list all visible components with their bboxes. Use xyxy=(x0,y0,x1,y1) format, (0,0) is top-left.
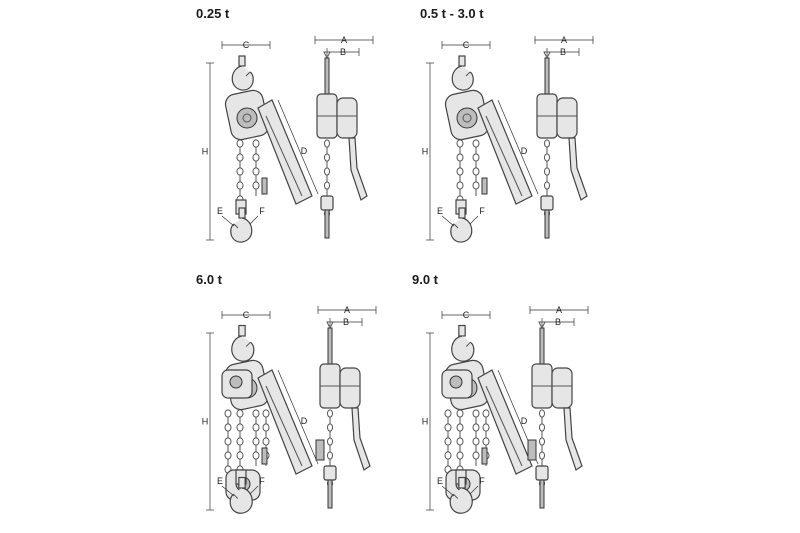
panel-title: 6.0 t xyxy=(196,272,223,287)
dim-label-c: C xyxy=(243,40,250,50)
dim-label-h: H xyxy=(422,147,429,157)
panel-6-0t: 6.0 t xyxy=(0,266,400,532)
dim-label-c: C xyxy=(463,40,470,50)
panel-0-25t: 0.25 t xyxy=(0,0,400,266)
dim-label-a: A xyxy=(556,305,562,315)
dim-label-c: C xyxy=(243,310,250,320)
dim-label-e: E xyxy=(437,206,443,216)
dim-label-d: D xyxy=(521,146,528,156)
dim-label-h: H xyxy=(202,147,209,157)
dim-label-e: E xyxy=(217,476,223,486)
dim-label-d: D xyxy=(301,146,308,156)
hoist-drawing-0-5-3-0t: C H D E F AB xyxy=(422,35,594,243)
panel-title: 9.0 t xyxy=(412,272,439,287)
hoist-drawing-6-0t: C H D E F AB xyxy=(202,305,377,514)
dim-label-f: F xyxy=(479,476,485,486)
hoist-drawing-9-0t: C H D E F AB xyxy=(422,305,589,514)
dim-label-c: C xyxy=(463,310,470,320)
dim-label-f: F xyxy=(259,476,265,486)
dim-label-a: A xyxy=(341,35,347,45)
dim-label-e: E xyxy=(437,476,443,486)
dim-label-a: A xyxy=(344,305,350,315)
dim-label-b: B xyxy=(340,47,346,57)
dim-label-f: F xyxy=(259,206,265,216)
dim-label-b: B xyxy=(560,47,566,57)
panel-0-5-3-0t: 0.5 t - 3.0 t xyxy=(400,0,800,266)
panel-title: 0.5 t - 3.0 t xyxy=(420,6,484,21)
panel-9-0t: 9.0 t xyxy=(400,266,800,532)
dim-label-a: A xyxy=(561,35,567,45)
dim-label-b: B xyxy=(555,317,561,327)
panel-title: 0.25 t xyxy=(196,6,230,21)
dim-label-d: D xyxy=(301,416,308,426)
dim-label-d: D xyxy=(521,416,528,426)
dim-label-h: H xyxy=(202,417,209,427)
dim-label-f: F xyxy=(479,206,485,216)
hoist-drawing-0-25t: C H D E F AB xyxy=(202,35,374,243)
dim-label-h: H xyxy=(422,417,429,427)
dim-label-e: E xyxy=(217,206,223,216)
dim-label-b: B xyxy=(343,317,349,327)
